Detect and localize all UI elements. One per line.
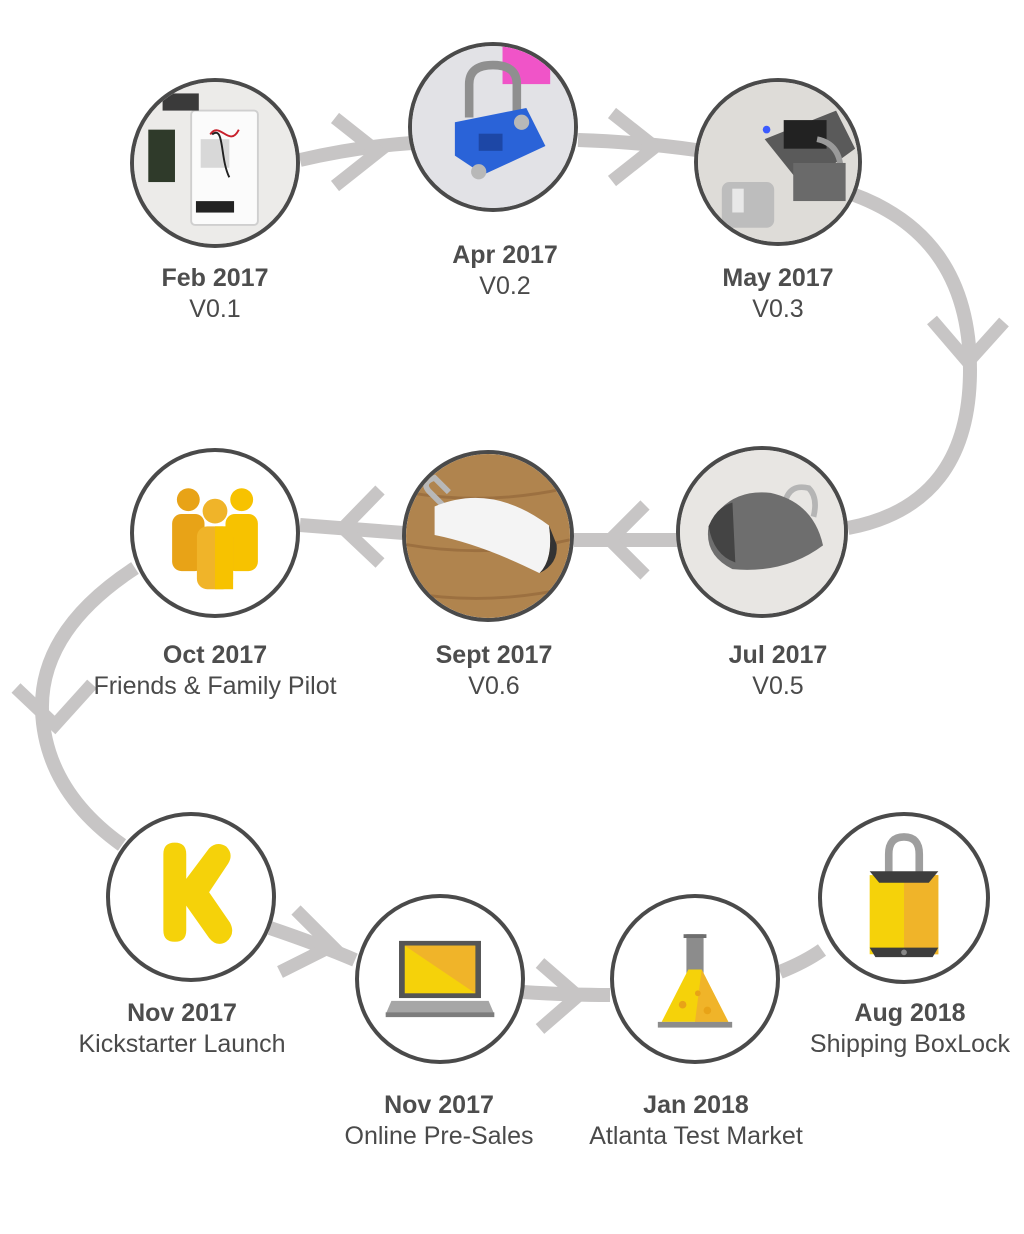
milestone-title: V0.6 [468,672,520,700]
arrow-8-icon [535,958,588,1034]
milestone-feb-2017-label: Feb 2017 V0.1 [85,263,345,325]
milestone-title: Shipping BoxLock [809,1030,1011,1058]
arrow-2-icon [607,107,666,187]
milestone-title: Kickstarter Launch [78,1030,286,1058]
kickstarter-k-icon [163,842,233,944]
milestone-date: Jan 2018 [643,1091,749,1119]
blue-3d-printed-lock-photo-icon [412,46,574,208]
people-icon [172,488,258,590]
arrow-6-icon [11,679,97,735]
milestone-jan-2018-circle [610,894,780,1064]
arrow-1-icon [330,112,389,192]
laptop-icon [385,940,495,1018]
milestone-title: Online Pre-Sales [344,1122,534,1150]
gray-lock-photo-icon [680,450,844,614]
milestone-date: Oct 2017 [162,641,268,669]
milestone-apr-2017-circle [408,42,578,212]
milestone-nov-2017-presales-label: Nov 2017 Online Pre-Sales [309,1090,569,1152]
milestone-date: May 2017 [722,264,834,292]
milestone-oct-2017-circle [130,448,300,618]
milestone-title: Friends & Family Pilot [93,672,337,700]
flask-icon [657,934,733,1028]
milestone-oct-2017-label: Oct 2017 Friends & Family Pilot [85,640,345,702]
white-lock-photo-icon [406,454,570,618]
milestone-may-2017-circle [694,78,862,246]
milestone-apr-2017-label: Apr 2017 V0.2 [375,240,635,302]
milestone-date: Nov 2017 [127,999,237,1027]
milestone-sept-2017-label: Sept 2017 V0.6 [364,640,624,702]
milestone-title: V0.5 [752,672,804,700]
milestone-aug-2018-label: Aug 2018 Shipping BoxLock [780,998,1024,1060]
milestone-title: V0.2 [479,272,531,300]
prototype-board-photo-icon [134,82,296,244]
milestone-title: V0.1 [189,295,241,323]
arrow-4-icon [600,500,650,580]
milestone-may-2017-label: May 2017 V0.3 [648,263,908,325]
milestone-date: Aug 2018 [854,999,966,1027]
milestone-aug-2018-circle [818,812,990,984]
milestone-title: Atlanta Test Market [589,1122,803,1150]
milestone-jul-2017-circle [676,446,848,618]
milestone-date: Feb 2017 [161,264,269,292]
milestone-date: Sept 2017 [435,641,553,669]
arrow-7-icon [277,905,343,978]
milestone-date: Apr 2017 [452,241,558,269]
milestone-date: Jul 2017 [728,641,828,669]
milestone-nov-2017-kickstarter-label: Nov 2017 Kickstarter Launch [52,998,312,1060]
milestone-sept-2017-circle [402,450,574,622]
electronics-prototype-photo-icon [698,82,858,242]
milestone-jan-2018-label: Jan 2018 Atlanta Test Market [566,1090,826,1152]
milestone-nov-2017-presales-circle [355,894,525,1064]
arrow-3-icon [927,315,1009,372]
milestone-date: Nov 2017 [384,1091,494,1119]
milestone-feb-2017-circle [130,78,300,248]
milestone-jul-2017-label: Jul 2017 V0.5 [648,640,908,702]
milestone-title: V0.3 [752,295,804,323]
padlock-icon [869,833,939,958]
arrow-5-icon [333,485,385,568]
milestone-nov-2017-kickstarter-circle [106,812,276,982]
